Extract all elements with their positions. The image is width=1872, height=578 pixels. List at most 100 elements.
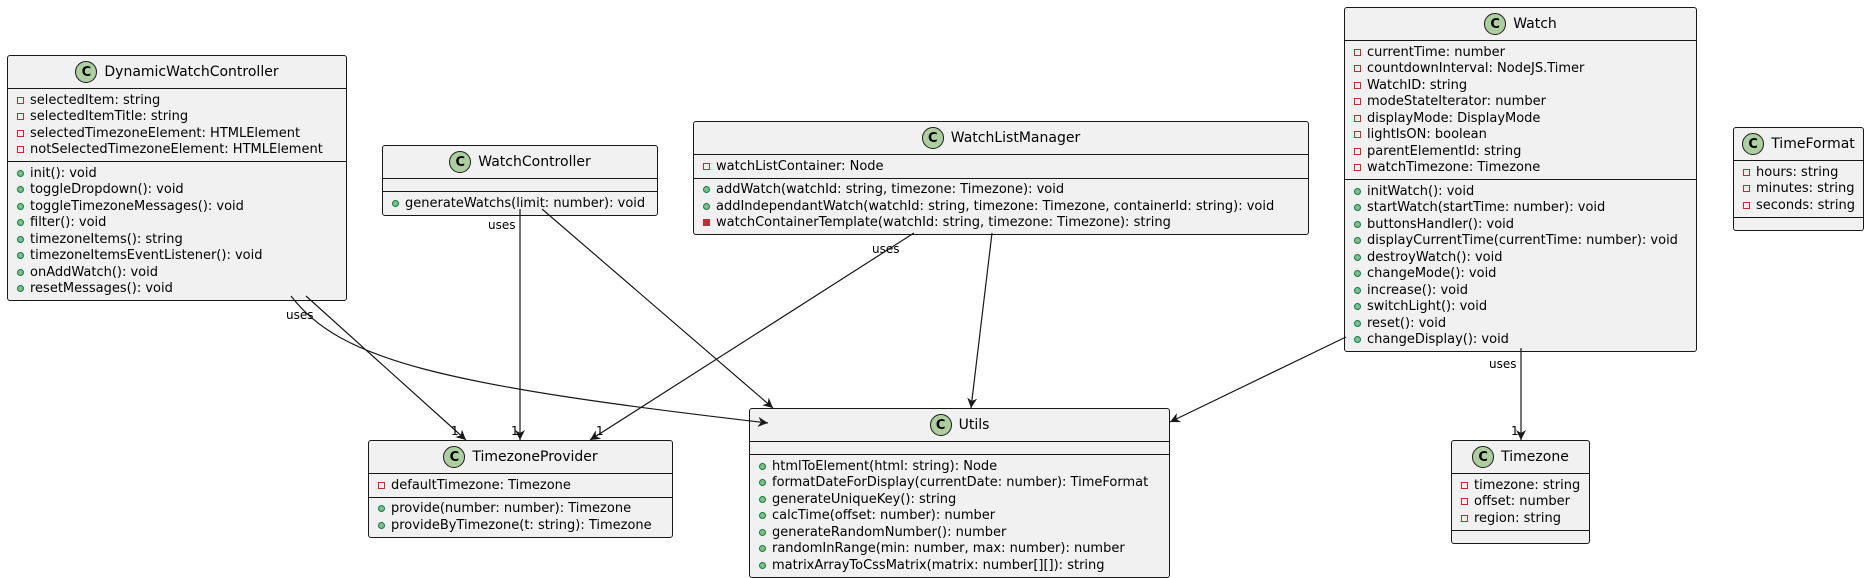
field-text: selectedItem: string: [30, 92, 161, 108]
field-row: notSelectedTimezoneElement: HTMLElement: [8, 142, 346, 159]
method-text: randomInRange(min: number, max: number):…: [772, 541, 1125, 557]
method-text: initWatch(): void: [1367, 183, 1475, 199]
field-text: timezone: string: [1474, 477, 1581, 493]
method-text: toggleDropdown(): void: [30, 182, 184, 198]
method-text: increase(): void: [1367, 282, 1468, 298]
method-text: provideByTimezone(t: string): Timezone: [391, 517, 652, 533]
class-name: WatchListManager: [950, 130, 1081, 146]
method-text: generateRandomNumber(): number: [772, 524, 1007, 540]
field-row: selectedTimezoneElement: HTMLElement: [8, 125, 346, 142]
method-row: matrixArrayToCssMatrix(matrix: number[][…: [750, 557, 1169, 574]
public-visibility-icon: [759, 512, 766, 520]
method-row: initWatch(): void: [1345, 183, 1696, 200]
field-row: region: string: [1452, 510, 1589, 527]
private-visibility-icon: [17, 113, 24, 121]
method-row: provideByTimezone(t: string): Timezone: [369, 517, 672, 534]
method-text: formatDateForDisplay(currentDate: number…: [772, 475, 1149, 491]
field-text: parentElementId: string: [1367, 143, 1522, 159]
public-visibility-icon: [17, 268, 24, 276]
public-visibility-icon: [17, 252, 24, 260]
public-visibility-icon: [1354, 286, 1361, 294]
edge-label-wlm-uses: uses: [872, 242, 900, 256]
field-row: offset: number: [1452, 494, 1589, 511]
method-text: init(): void: [30, 165, 97, 181]
class-stereotype-icon: C: [1472, 446, 1495, 468]
method-row: startWatch(startTime: number): void: [1345, 200, 1696, 217]
method-row: reset(): void: [1345, 315, 1696, 332]
class-name: Timezone: [1501, 449, 1569, 465]
fields-section: defaultTimezone: Timezone: [369, 474, 672, 497]
field-text: currentTime: number: [1367, 44, 1505, 60]
class-name: TimezoneProvider: [472, 449, 598, 465]
class-header: C DynamicWatchController: [8, 56, 346, 89]
method-text: onAddWatch(): void: [30, 264, 159, 280]
method-row: addIndependantWatch(watchId: string, tim…: [694, 198, 1308, 215]
class-dynamic-watch-controller: C DynamicWatchController selectedItem: str…: [7, 55, 347, 301]
method-row: increase(): void: [1345, 282, 1696, 299]
private-visibility-icon: [1354, 48, 1361, 56]
class-name: Utils: [958, 417, 990, 433]
method-text: generateWatchs(limit: number): void: [405, 195, 646, 211]
private-visibility-icon: [1354, 81, 1361, 89]
method-row: destroyWatch(): void: [1345, 249, 1696, 266]
method-row: generateWatchs(limit: number): void: [383, 195, 657, 212]
edge-label-watch-uses: uses: [1489, 357, 1517, 371]
method-row: provide(number: number): Timezone: [369, 501, 672, 518]
private-visibility-icon: [1743, 185, 1750, 193]
method-text: watchContainerTemplate(watchId: string, …: [716, 215, 1171, 231]
method-row: toggleDropdown(): void: [8, 182, 346, 199]
private-visibility-icon: [17, 146, 24, 154]
private-visibility-icon: [1354, 147, 1361, 155]
private-visibility-icon: [703, 219, 710, 227]
field-row: selectedItem: string: [8, 92, 346, 109]
field-text: WatchID: string: [1367, 77, 1468, 93]
method-text: buttonsHandler(): void: [1367, 216, 1515, 232]
public-visibility-icon: [759, 528, 766, 536]
public-visibility-icon: [759, 495, 766, 503]
method-text: timezoneItems(): string: [30, 231, 183, 247]
method-text: changeDisplay(): void: [1367, 332, 1509, 348]
public-visibility-icon: [1354, 187, 1361, 195]
public-visibility-icon: [17, 285, 24, 293]
method-text: displayCurrentTime(currentTime: number):…: [1367, 233, 1678, 249]
public-visibility-icon: [17, 169, 24, 177]
field-row: lightIsON: boolean: [1345, 127, 1696, 144]
method-row: calcTime(offset: number): number: [750, 508, 1169, 525]
field-row: displayMode: DisplayMode: [1345, 110, 1696, 127]
field-row: modeStateIterator: number: [1345, 94, 1696, 111]
edge-label-dwc-uses: uses: [286, 308, 314, 322]
method-text: changeMode(): void: [1367, 266, 1497, 282]
public-visibility-icon: [759, 462, 766, 470]
methods-section: [1452, 529, 1589, 543]
method-row: timezoneItems(): string: [8, 231, 346, 248]
edge-label-watch-multiplicity: 1: [1511, 424, 1519, 438]
field-text: selectedItemTitle: string: [30, 109, 189, 125]
method-text: matrixArrayToCssMatrix(matrix: number[][…: [772, 557, 1105, 573]
method-row: buttonsHandler(): void: [1345, 216, 1696, 233]
field-row: WatchID: string: [1345, 77, 1696, 94]
private-visibility-icon: [1354, 114, 1361, 122]
field-row: countdownInterval: NodeJS.Timer: [1345, 61, 1696, 78]
method-row: onAddWatch(): void: [8, 264, 346, 281]
field-row: timezone: string: [1452, 477, 1589, 494]
private-visibility-icon: [17, 129, 24, 137]
public-visibility-icon: [17, 219, 24, 227]
public-visibility-icon: [703, 186, 710, 194]
field-row: watchTimezone: Timezone: [1345, 160, 1696, 177]
private-visibility-icon: [1461, 481, 1468, 489]
field-row: selectedItemTitle: string: [8, 109, 346, 126]
public-visibility-icon: [17, 186, 24, 194]
class-stereotype-icon: C: [75, 61, 98, 83]
class-name: DynamicWatchController: [104, 64, 279, 80]
